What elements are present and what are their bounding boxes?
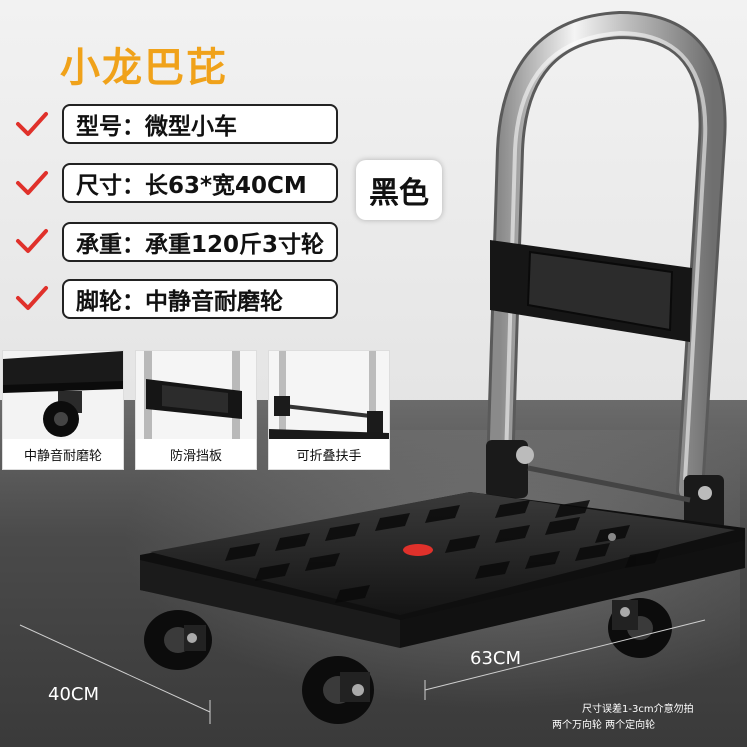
- thumbnail-handle: 可折叠扶手: [268, 350, 390, 470]
- thumbnail-label: 可折叠扶手: [269, 439, 389, 469]
- check-icons: [16, 112, 48, 310]
- anti-slip-plate: [490, 240, 692, 342]
- feature-row-caster: 脚轮：中静音耐磨轮: [14, 277, 338, 321]
- tolerance-note: 尺寸误差1-3cm介意勿拍: [582, 704, 694, 715]
- feature-load: 承重：承重120斤3寸轮: [62, 222, 338, 262]
- check-icon: [14, 109, 46, 139]
- wheel-icon: [3, 351, 123, 441]
- thumbnail-wheel: 中静音耐磨轮: [2, 350, 124, 470]
- feature-row-load: 承重：承重120斤3寸轮: [14, 220, 338, 264]
- wheel-note: 两个万向轮 两个定向轮: [552, 720, 656, 731]
- wheel-icon: [144, 598, 672, 724]
- check-icon: [14, 284, 46, 314]
- feature-model: 型号：微型小车: [62, 104, 338, 144]
- check-icon: [14, 227, 46, 257]
- thumbnail-plate: 防滑挡板: [135, 350, 257, 470]
- feature-caster: 脚轮：中静音耐磨轮: [62, 279, 338, 319]
- width-label: 40CM: [48, 684, 100, 705]
- feature-size: 尺寸：长63*宽40CM: [62, 163, 338, 203]
- trolley-deck: [140, 492, 745, 648]
- center-dot: [403, 544, 433, 556]
- feature-row-size: 尺寸：长63*宽40CM: [14, 161, 338, 205]
- thumbnail-label: 防滑挡板: [136, 439, 256, 469]
- plate-icon: [136, 351, 256, 441]
- product-title: 小龙巴芘: [60, 45, 228, 91]
- length-label: 63CM: [470, 648, 522, 669]
- feature-row-model: 型号：微型小车: [14, 102, 338, 146]
- handle-icon: [486, 10, 727, 504]
- hinge-right: [684, 475, 724, 530]
- color-badge: 黑色: [356, 160, 442, 220]
- check-icon: [14, 168, 46, 198]
- folding-handle-icon: [269, 351, 389, 441]
- dimension-lines: [19, 619, 706, 724]
- thumbnail-label: 中静音耐磨轮: [3, 439, 123, 469]
